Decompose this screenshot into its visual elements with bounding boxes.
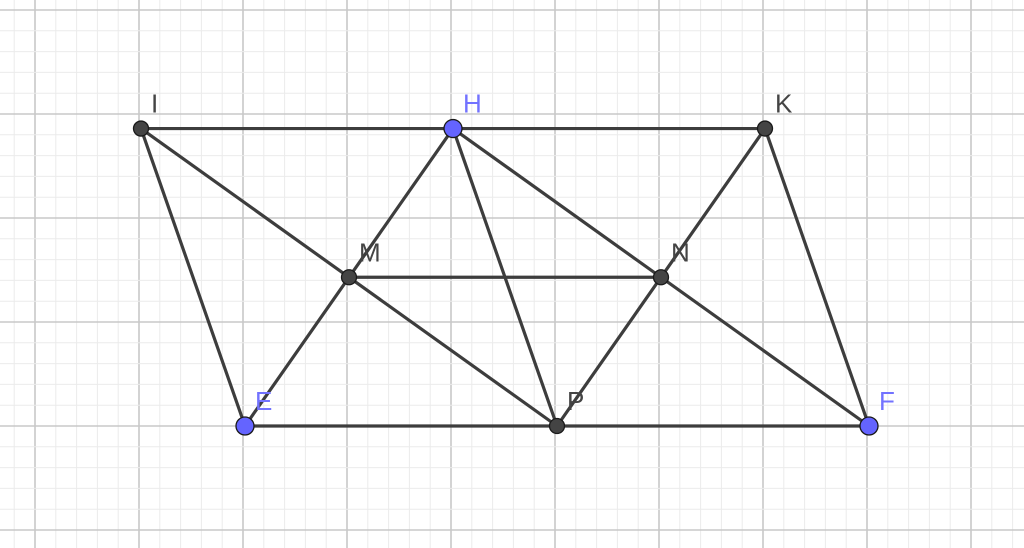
- point-F[interactable]: [859, 416, 879, 436]
- point-I[interactable]: [132, 120, 150, 137]
- point-P[interactable]: [548, 417, 566, 435]
- points: I H K M N E P F: [132, 89, 895, 436]
- segment-KF[interactable]: [763, 126, 871, 428]
- point-N[interactable]: [652, 269, 670, 286]
- point-label-K: K: [775, 89, 793, 119]
- point-label-M: M: [359, 237, 381, 267]
- point-label-N: N: [671, 237, 690, 267]
- point-label-H: H: [463, 89, 482, 119]
- point-label-E: E: [255, 386, 272, 416]
- point-label-P: P: [567, 386, 584, 416]
- point-label-I: I: [151, 89, 158, 119]
- segments: [139, 126, 871, 428]
- point-E[interactable]: [235, 416, 255, 436]
- segment-IE[interactable]: [139, 126, 247, 428]
- point-H[interactable]: [443, 118, 463, 139]
- point-K[interactable]: [756, 120, 774, 137]
- point-label-F: F: [879, 386, 895, 416]
- point-M[interactable]: [340, 269, 358, 286]
